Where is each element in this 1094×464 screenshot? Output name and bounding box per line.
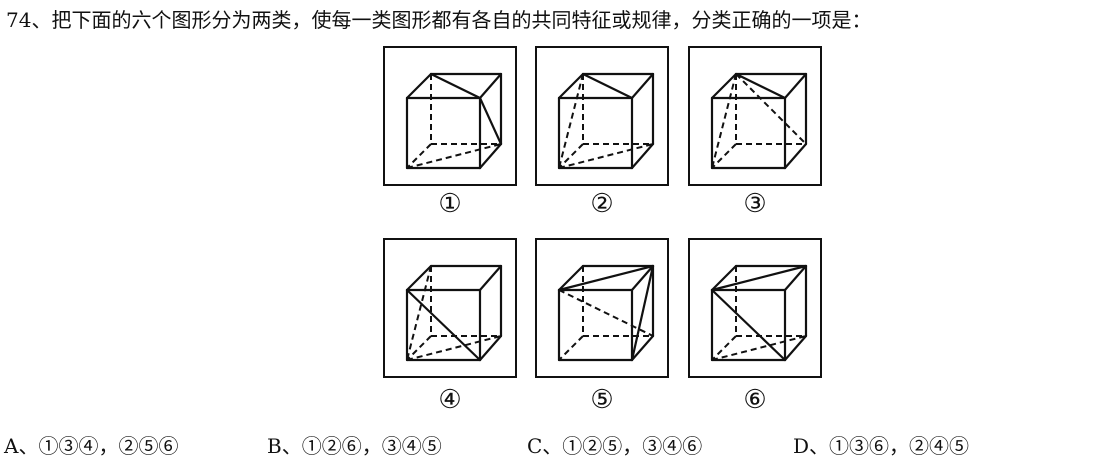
figure-2-label: ② [590,189,614,219]
cube-3 [710,72,808,170]
option-b[interactable]: B、①②⑥，③④⑤ [267,434,442,458]
option-c[interactable]: C、①②⑤，③④⑥ [527,434,703,458]
figure-5-label: ⑤ [590,385,614,415]
figure-6[interactable] [688,238,822,378]
figure-3-label: ③ [743,189,767,219]
cube-4 [405,264,503,362]
figure-1[interactable] [383,46,517,186]
cube-1 [405,72,503,170]
cube-6 [710,264,808,362]
option-a[interactable]: A、①③④，②⑤⑥ [4,434,179,458]
figure-6-label: ⑥ [743,385,767,415]
question-text: 74、把下面的六个图形分为两类，使每一类图形都有各自的共同特征或规律，分类正确的… [6,8,872,32]
option-d[interactable]: D、①③⑥，②④⑤ [793,434,970,458]
cube-5 [557,264,655,362]
figure-4[interactable] [383,238,517,378]
figure-2[interactable] [535,46,669,186]
figure-5[interactable] [535,238,669,378]
cube-2 [557,72,655,170]
figure-4-label: ④ [438,385,462,415]
figure-3[interactable] [688,46,822,186]
figure-1-label: ① [438,189,462,219]
